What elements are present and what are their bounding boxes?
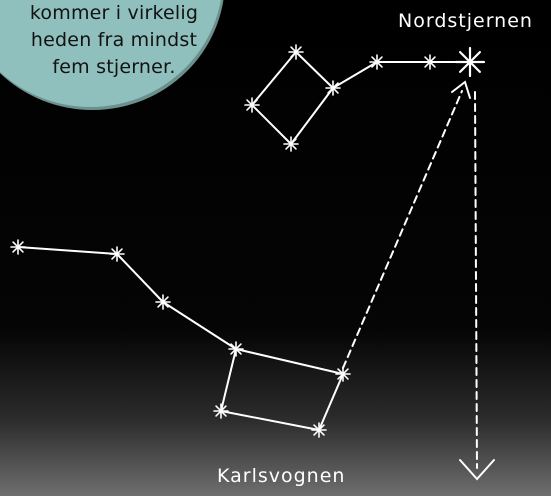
star-icon bbox=[284, 137, 298, 151]
star-icon bbox=[423, 55, 437, 69]
constellation-line bbox=[252, 52, 296, 105]
star-icon bbox=[370, 55, 384, 69]
star-icon bbox=[326, 81, 340, 95]
star-icon bbox=[214, 404, 228, 418]
constellation-line bbox=[163, 302, 236, 349]
north-star-icon bbox=[456, 48, 484, 76]
constellation-line bbox=[252, 105, 291, 144]
constellation-line bbox=[117, 254, 163, 302]
caption-line: heden fra mindst bbox=[0, 27, 228, 54]
star-icon bbox=[156, 295, 170, 309]
caption-line: kommer i virkelig bbox=[0, 0, 228, 27]
constellation-line bbox=[221, 411, 319, 430]
star-icon bbox=[110, 247, 124, 261]
constellation-line bbox=[221, 349, 236, 411]
star-icon bbox=[336, 367, 350, 381]
star-icon bbox=[229, 342, 243, 356]
constellation-line bbox=[333, 62, 377, 88]
pointer-line bbox=[475, 92, 477, 468]
constellation-line bbox=[291, 88, 333, 144]
constellation-line bbox=[236, 349, 343, 374]
star-icon bbox=[312, 423, 326, 437]
caption-text: kommer i virkelig heden fra mindst fem s… bbox=[0, 0, 228, 81]
big-dipper-label: Karlsvognen bbox=[217, 465, 345, 487]
caption-line: fem stjerner. bbox=[0, 54, 228, 81]
star-icon bbox=[245, 98, 259, 112]
arrow-down-icon bbox=[460, 460, 494, 479]
star-icon bbox=[289, 45, 303, 59]
arrow-up-icon bbox=[452, 82, 470, 98]
constellation-line bbox=[18, 247, 117, 254]
pointer-line bbox=[343, 91, 462, 368]
star-icon bbox=[11, 240, 25, 254]
north-star-label: Nordstjernen bbox=[398, 10, 533, 32]
constellation-line bbox=[319, 374, 343, 430]
